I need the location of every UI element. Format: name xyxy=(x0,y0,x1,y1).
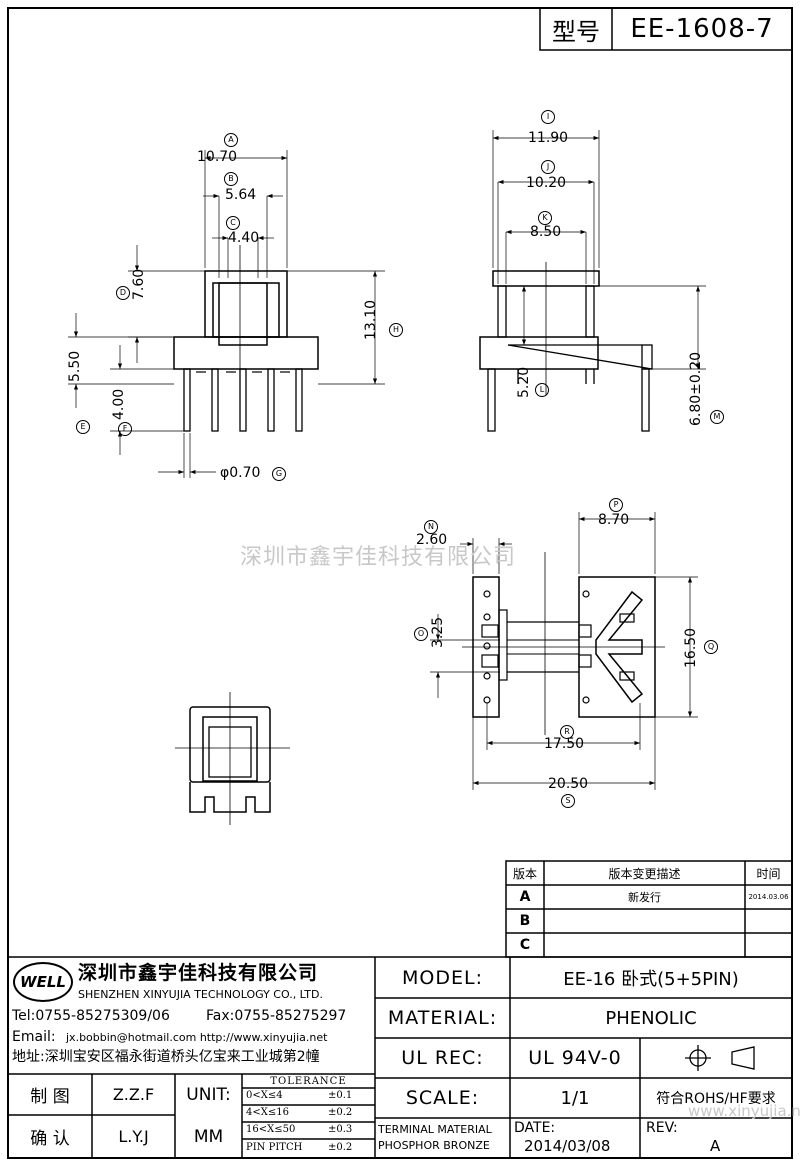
ul-symbols xyxy=(685,1045,755,1071)
dim-m: 6.80±0.20 xyxy=(688,351,704,426)
bottom-view xyxy=(175,692,290,825)
dim-h: 13.10 xyxy=(363,299,379,340)
company-email: jx.bobbin@hotmail.com http://www.xinyuji… xyxy=(66,1031,328,1044)
marker-a: A xyxy=(224,133,238,147)
dim-f: 4.00 xyxy=(111,388,127,420)
date-value: 2014/03/08 xyxy=(524,1137,611,1155)
tol-range-2: 4<X≤16 xyxy=(246,1107,289,1118)
drawing-border xyxy=(7,7,793,1159)
tol-range-1: 0<X≤4 xyxy=(246,1090,283,1101)
drawn-label: 制 图 xyxy=(30,1087,70,1107)
top-view xyxy=(430,512,698,790)
company-watermark: 深圳市鑫宇佳科技有限公司 xyxy=(240,545,517,570)
type-label: 型号 xyxy=(552,17,600,46)
company-name-en: SHENZHEN XINYUJIA TECHNOLOGY CO., LTD. xyxy=(78,988,323,1001)
tol-value-4: ±0.2 xyxy=(328,1142,353,1153)
material-value: PHENOLIC xyxy=(605,1007,697,1029)
ulrec-value: UL 94V-0 xyxy=(528,1047,622,1069)
model-value: EE-16 卧式(5+5PIN) xyxy=(563,968,739,990)
dim-r: 17.50 xyxy=(544,736,585,752)
date-label: DATE: xyxy=(514,1120,556,1136)
company-address: 地址:深圳宝安区福永街道桥头亿宝来工业城第2幢 xyxy=(12,1049,320,1065)
header-box-grid xyxy=(539,7,793,51)
marker-l: L xyxy=(535,383,549,397)
rev-value: A xyxy=(710,1137,721,1155)
dim-j: 10.20 xyxy=(526,175,567,191)
unit-value: MM xyxy=(193,1126,224,1147)
model-label: MODEL: xyxy=(402,966,483,989)
marker-e: E xyxy=(76,420,90,434)
company-logo: WELL xyxy=(13,962,73,1002)
dim-s: 20.50 xyxy=(548,776,589,792)
terminal-label: TERMINAL MATERIAL xyxy=(378,1123,492,1136)
dim-d: 7.60 xyxy=(131,268,147,300)
marker-d: D xyxy=(116,286,130,300)
dim-o: 3.25 xyxy=(430,616,446,648)
rev-row-a-desc: 新发行 xyxy=(628,891,661,904)
tol-value-2: ±0.2 xyxy=(328,1107,353,1118)
dim-a: 10.70 xyxy=(197,149,238,165)
check-value: L.Y.J xyxy=(118,1127,149,1146)
rev-row-a-version: A xyxy=(519,889,531,905)
check-label: 确 认 xyxy=(30,1129,70,1149)
ulrec-label: UL REC: xyxy=(401,1047,484,1069)
marker-j: J xyxy=(541,160,555,174)
rev-row-b-version: B xyxy=(519,913,531,929)
rev-header-desc: 版本变更描述 xyxy=(608,866,681,881)
dim-c: 4.40 xyxy=(228,230,260,246)
dim-p: 8.70 xyxy=(598,512,630,528)
marker-h: H xyxy=(389,323,403,337)
marker-i: I xyxy=(541,110,555,124)
marker-b: B xyxy=(224,172,238,186)
marker-k: K xyxy=(538,211,552,225)
marker-m: M xyxy=(710,410,724,424)
rev-label: REV: xyxy=(646,1120,678,1136)
revision-table-grid xyxy=(505,860,793,958)
rohs-note: 符合ROHS/HF要求 xyxy=(656,1091,776,1107)
marker-c: C xyxy=(226,216,240,230)
dim-k: 8.50 xyxy=(530,224,562,240)
company-name-cn: 深圳市鑫宇佳科技有限公司 xyxy=(78,962,319,984)
dim-l: 5.20 xyxy=(516,366,532,398)
company-email-label: Email: xyxy=(12,1029,56,1045)
company-fax: Fax:0755-85275297 xyxy=(206,1008,347,1024)
marker-r: R xyxy=(560,725,574,739)
dim-n: 2.60 xyxy=(416,532,448,548)
side-view xyxy=(479,130,706,432)
marker-o: O xyxy=(414,627,428,641)
dim-e: 5.50 xyxy=(67,350,83,382)
dim-g: φ0.70 xyxy=(220,465,261,481)
terminal-value: PHOSPHOR BRONZE xyxy=(378,1139,490,1152)
rev-row-a-date: 2014.03.06 xyxy=(748,893,789,901)
tolerance-title: TOLERANCE xyxy=(270,1075,347,1087)
tol-value-1: ±0.1 xyxy=(328,1090,353,1101)
company-tel: Tel:0755-85275309/06 xyxy=(12,1008,170,1024)
title-block-grid xyxy=(8,956,792,1158)
marker-q: Q xyxy=(704,640,718,654)
dim-b: 5.64 xyxy=(225,187,257,203)
marker-f: F xyxy=(118,422,132,436)
scale-value: 1/1 xyxy=(560,1087,590,1109)
dim-i: 11.90 xyxy=(528,130,569,146)
tol-range-4: PIN PITCH xyxy=(246,1142,303,1153)
marker-s: S xyxy=(561,794,575,808)
rev-header-date: 时间 xyxy=(756,866,781,881)
unit-label: UNIT: xyxy=(186,1084,231,1105)
marker-p: P xyxy=(609,498,623,512)
marker-n: N xyxy=(424,520,438,534)
tol-range-3: 16<X≤50 xyxy=(246,1124,296,1135)
tol-value-3: ±0.3 xyxy=(328,1124,353,1135)
rev-row-c-version: C xyxy=(519,937,531,953)
front-view xyxy=(68,150,385,478)
dim-q: 16.50 xyxy=(683,627,699,668)
site-watermark: www.xinyujia.net xyxy=(688,1102,800,1120)
scale-label: SCALE: xyxy=(405,1087,480,1109)
rev-header-version: 版本 xyxy=(512,866,537,881)
model-code: EE-1608-7 xyxy=(630,14,774,44)
marker-g: G xyxy=(272,467,286,481)
material-label: MATERIAL: xyxy=(387,1007,498,1029)
drawn-value: Z.Z.F xyxy=(112,1085,155,1104)
